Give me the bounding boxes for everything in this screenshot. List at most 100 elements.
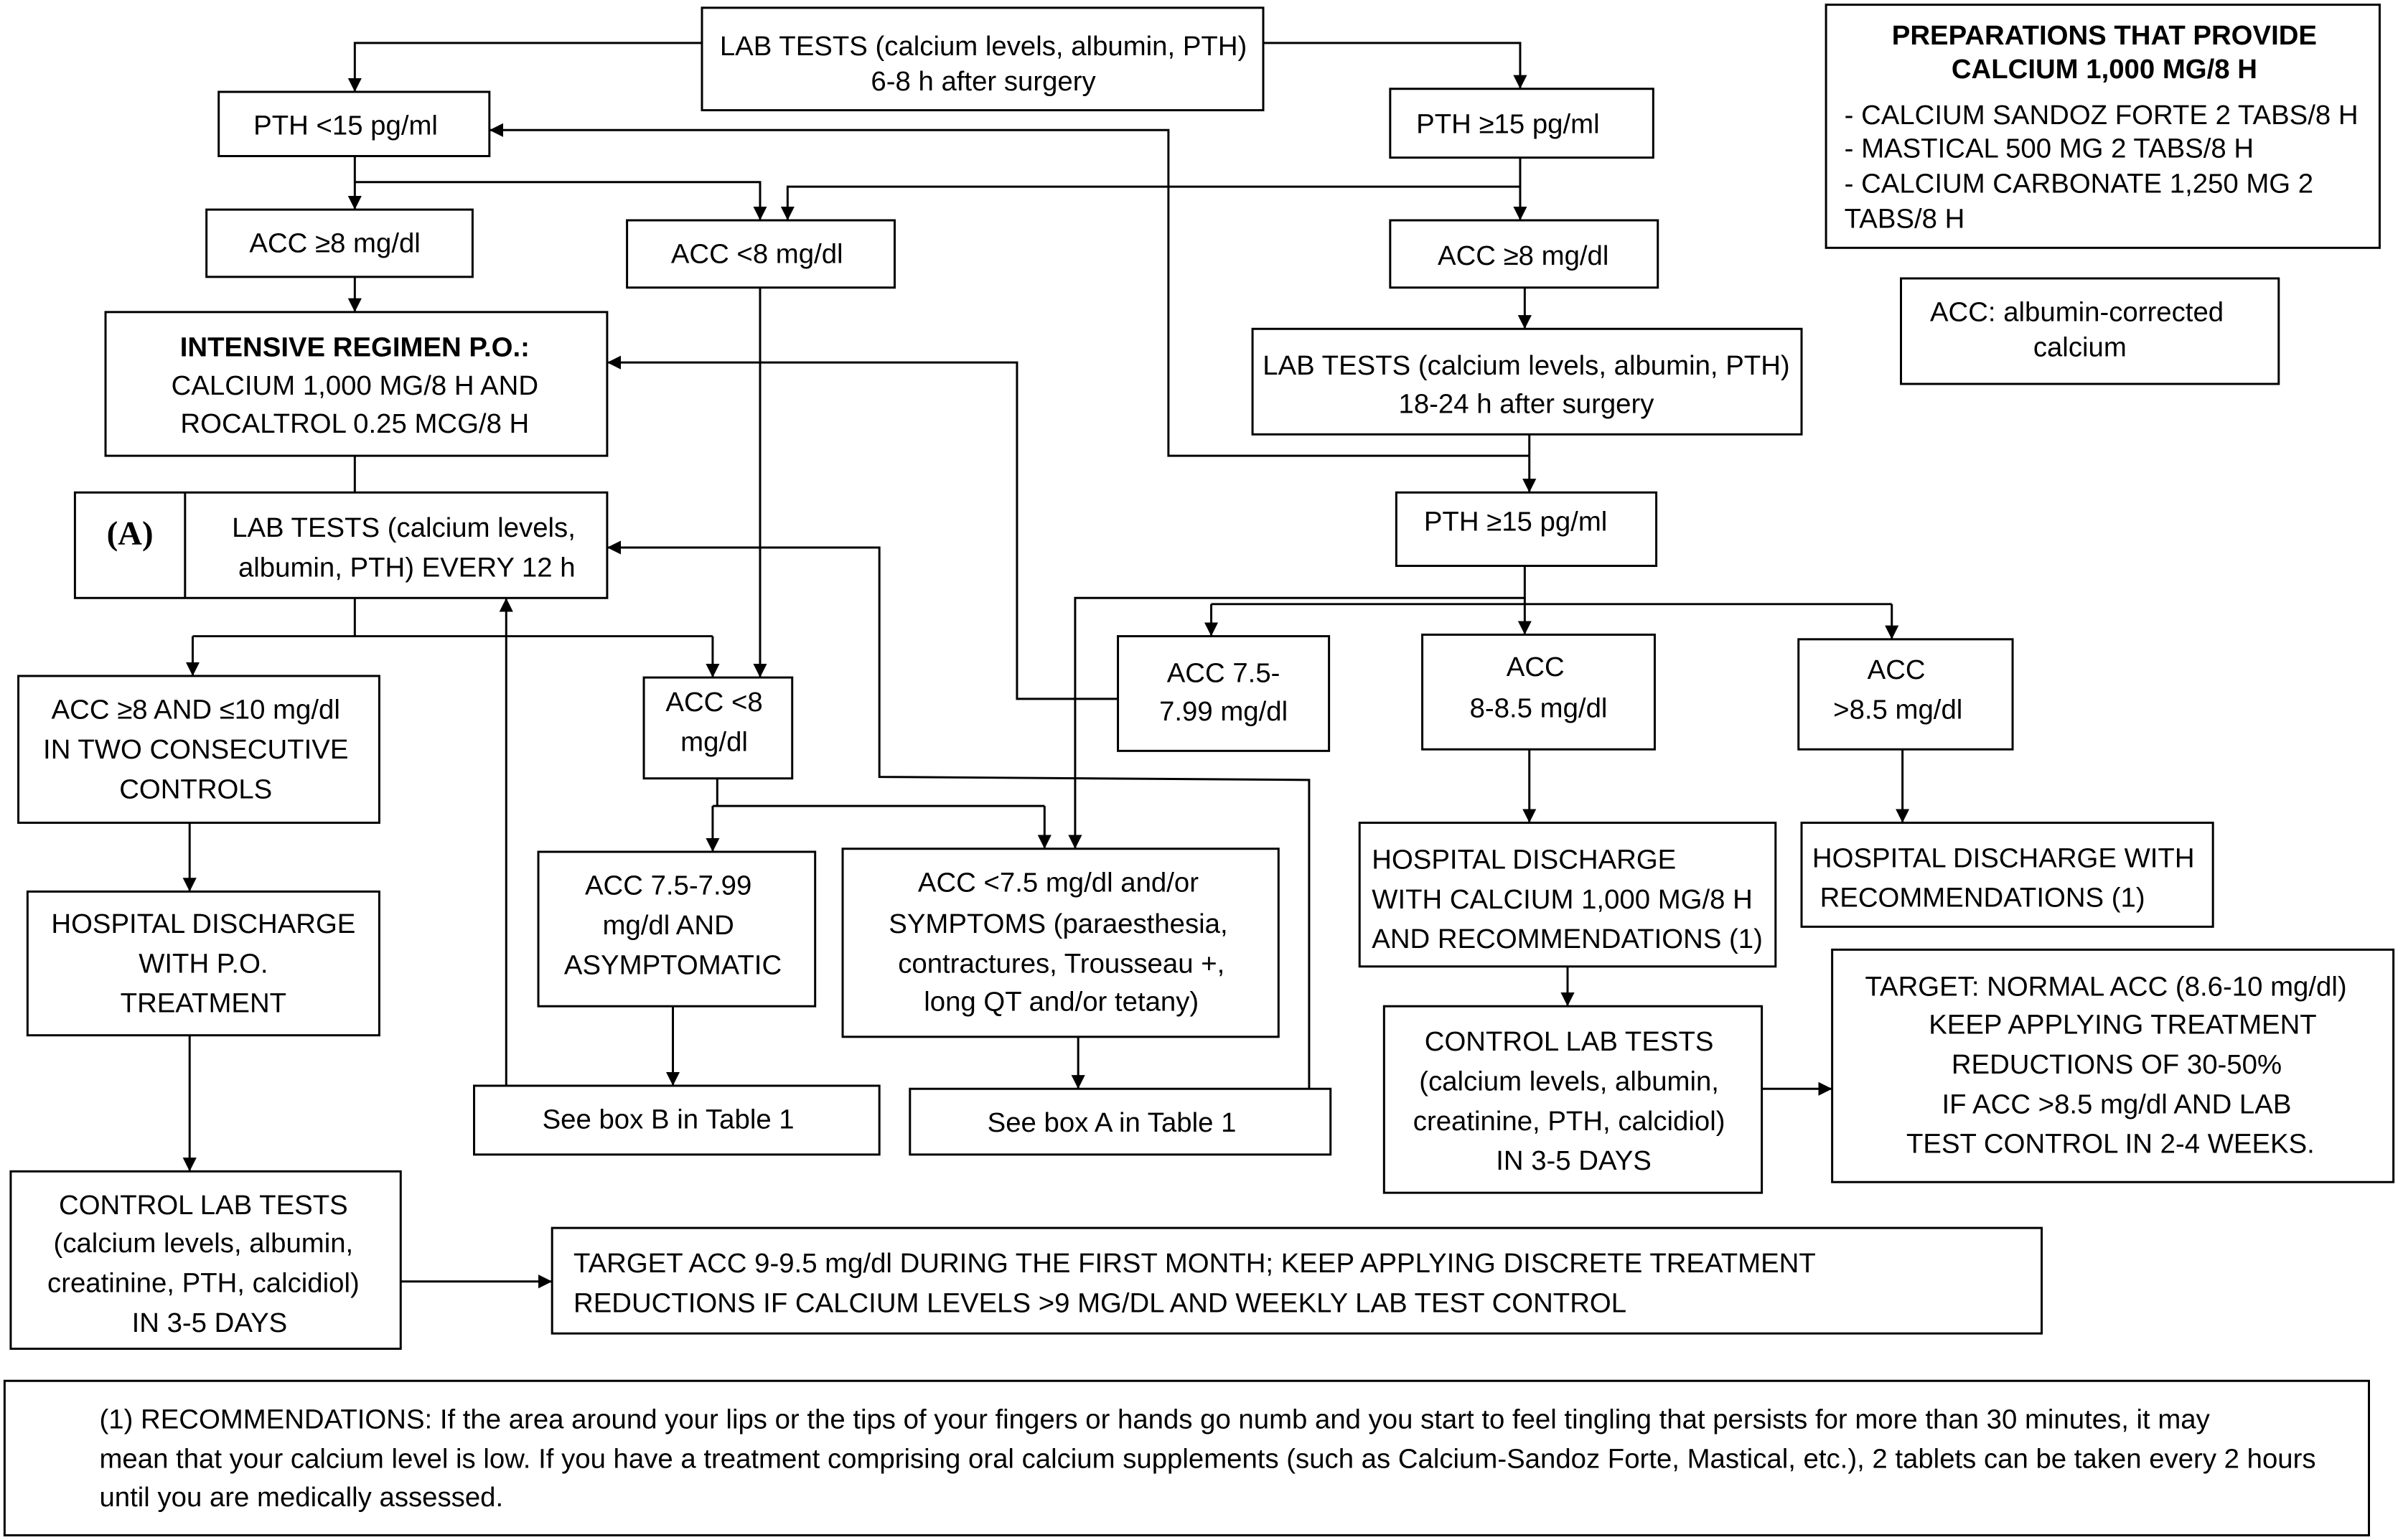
intensive-regimen-box: INTENSIVE REGIMEN P.O.: CALCIUM 1,000 MG… [104, 311, 609, 457]
target-normal-acc-line: TARGET: NORMAL ACC (8.6-10 mg/dl) [1865, 971, 2346, 1002]
acc-8-8-5-frame [1421, 633, 1656, 751]
acc-8-10-line: ACC ≥8 AND ≤10 mg/dl [52, 695, 340, 726]
control-lab-tests-right-line: IN 3-5 DAYS [1496, 1145, 1652, 1176]
discharge-po-line: WITH P.O. [139, 948, 268, 979]
acc-symptoms-line: contractures, Trousseau +, [898, 948, 1224, 979]
acc-7-5-7-99-line: 7.99 mg/dl [1159, 696, 1288, 727]
connector-initial-lab-to-pth-low [347, 42, 703, 93]
recommendations-footnote-line: mean that your calcium level is low. If … [99, 1444, 2315, 1475]
see-box-b-frame [473, 1084, 881, 1156]
lab-tests-every-12h-line: LAB TESTS (calcium levels, [232, 512, 576, 543]
preparations-frame [1825, 4, 2381, 249]
control-lab-tests-left-line: creatinine, PTH, calcidiol) [47, 1268, 360, 1299]
lab-tests-every-12h-frame [73, 491, 609, 599]
control-lab-tests-left-frame [9, 1170, 402, 1350]
target-normal-acc-box: TARGET: NORMAL ACC (8.6-10 mg/dl) KEEP A… [1831, 948, 2395, 1183]
pth-low-label: PTH <15 pg/ml [253, 111, 438, 141]
intensive-regimen-frame [104, 311, 609, 457]
acc-symptoms-line: SYMPTOMS (paraesthesia, [889, 908, 1227, 939]
target-acc-first-month-line: TARGET ACC 9-9.5 mg/dl DURING THE FIRST … [573, 1248, 1816, 1279]
discharge-po-line: HOSPITAL DISCHARGE [51, 908, 355, 939]
intensive-regimen-title: INTENSIVE REGIMEN P.O.: [180, 332, 530, 363]
connector-acc-7-5-to-intensive [606, 355, 1118, 700]
lab-tests-6-8h-box: LAB TESTS (calcium levels, albumin, PTH)… [701, 6, 1265, 112]
preparations-item: - CALCIUM CARBONATE 1,250 MG 2 [1845, 169, 2313, 199]
acc-7-5-7-99-frame [1117, 635, 1331, 752]
pth-high-late-label: PTH ≥15 pg/ml [1424, 507, 1607, 537]
pth-low-frame [217, 90, 491, 157]
acc-lt8-followup-line: ACC <8 [665, 687, 762, 718]
recommendations-footnote-line: until you are medically assessed. [99, 1482, 503, 1513]
target-acc-first-month-box: TARGET ACC 9-9.5 mg/dl DURING THE FIRST … [551, 1226, 2043, 1335]
acc-lt8-followup-frame [642, 676, 794, 780]
acc-symptoms-line: long QT and/or tetany) [924, 987, 1199, 1018]
connector-lab-18-24h-to-pth-low [489, 123, 1530, 457]
acc-8-10-line: CONTROLS [119, 774, 272, 804]
see-box-b-label: See box B in Table 1 [543, 1104, 795, 1135]
control-lab-tests-right-line: CONTROL LAB TESTS [1425, 1026, 1714, 1057]
control-lab-tests-left-box: CONTROL LAB TESTS (calcium levels, album… [9, 1170, 402, 1350]
lab-tests-18-24h-line: 18-24 h after surgery [1399, 388, 1655, 419]
lab-tests-every-12h-box: (A) LAB TESTS (calcium levels, albumin, … [73, 491, 609, 599]
preparations-box: PREPARATIONS THAT PROVIDE CALCIUM 1,000 … [1825, 4, 2381, 249]
discharge-with-calcium-line: AND RECOMMENDATIONS (1) [1372, 924, 1763, 954]
acc-asymptomatic-frame [537, 850, 817, 1008]
acc-symptoms-box: ACC <7.5 mg/dl and/or SYMPTOMS (paraesth… [841, 848, 1280, 1038]
recommendations-footnote-line: (1) RECOMMENDATIONS: If the area around … [99, 1404, 2210, 1435]
pth-low-box: PTH <15 pg/ml [217, 90, 491, 157]
abbreviation-line: ACC: albumin-corrected [1930, 297, 2224, 328]
connector-pth-high-late-to-acc-lt7-5 [1068, 565, 1526, 849]
see-box-a-frame [909, 1087, 1332, 1156]
control-lab-tests-right-line: (calcium levels, albumin, [1419, 1066, 1719, 1097]
acc-asymptomatic-line: ACC 7.5-7.99 [585, 870, 751, 901]
acc-ge8-low-pth-frame [205, 208, 474, 278]
discharge-with-calcium-line: WITH CALCIUM 1,000 MG/8 H [1372, 884, 1753, 915]
connector-pth-low-to-acc-lt8 [355, 181, 767, 220]
connector-lab-every-12h-branch [192, 598, 713, 638]
acc-7-5-7-99-line: ACC 7.5- [1167, 657, 1280, 688]
discharge-po-box: HOSPITAL DISCHARGE WITH P.O. TREATMENT [26, 890, 380, 1037]
preparations-title: PREPARATIONS THAT PROVIDE [1892, 20, 2317, 51]
acc-8-10-box: ACC ≥8 AND ≤10 mg/dl IN TWO CONSECUTIVE … [17, 675, 380, 825]
discharge-with-recommendations-line: HOSPITAL DISCHARGE WITH [1812, 842, 2195, 873]
discharge-with-recommendations-line: RECOMMENDATIONS (1) [1820, 883, 2145, 914]
discharge-with-calcium-box: HOSPITAL DISCHARGE WITH CALCIUM 1,000 MG… [1358, 822, 1777, 968]
see-box-b: See box B in Table 1 [473, 1084, 881, 1156]
target-normal-acc-frame [1831, 948, 2395, 1183]
lab-tests-6-8h-frame [701, 6, 1265, 112]
acc-8-8-5-line: 8-8.5 mg/dl [1470, 692, 1608, 723]
acc-lt8-frame [626, 219, 896, 289]
acc-lt8-label: ACC <8 mg/dl [671, 239, 843, 270]
box-a-marker: (A) [107, 515, 154, 553]
target-normal-acc-line: TEST CONTROL IN 2-4 WEEKS. [1906, 1129, 2315, 1160]
acc-ge8-low-pth-box: ACC ≥8 mg/dl [205, 208, 474, 278]
abbreviation-frame [1900, 277, 2280, 385]
discharge-with-calcium-frame [1358, 822, 1777, 968]
acc-asymptomatic-box: ACC 7.5-7.99 mg/dl AND ASYMPTOMATIC [537, 850, 817, 1008]
discharge-po-frame [26, 890, 380, 1037]
acc-8-10-line: IN TWO CONSECUTIVE [43, 734, 348, 765]
control-lab-tests-left-line: CONTROL LAB TESTS [59, 1190, 348, 1221]
acc-ge8-high-pth-frame [1389, 219, 1659, 289]
acc-lt8-followup-box: ACC <8 mg/dl [642, 676, 794, 780]
acc-symptoms-line: ACC <7.5 mg/dl and/or [918, 867, 1199, 898]
discharge-with-recommendations-frame [1800, 822, 2214, 928]
acc-gt8-5-line: >8.5 mg/dl [1833, 695, 1962, 726]
acc-symptoms-frame [841, 848, 1280, 1038]
control-lab-tests-right-line: creatinine, PTH, calcidiol) [1413, 1106, 1725, 1137]
acc-7-5-7-99-box: ACC 7.5- 7.99 mg/dl [1117, 635, 1331, 752]
lab-tests-18-24h-box: LAB TESTS (calcium levels, albumin, PTH)… [1251, 327, 1803, 436]
control-lab-tests-left-line: IN 3-5 DAYS [132, 1307, 288, 1338]
intensive-regimen-line: ROCALTROL 0.25 MCG/8 H [180, 408, 529, 439]
acc-8-10-frame [17, 675, 380, 825]
target-acc-first-month-line: REDUCTIONS IF CALCIUM LEVELS >9 MG/DL AN… [573, 1287, 1626, 1318]
lab-tests-18-24h-line: LAB TESTS (calcium levels, albumin, PTH) [1263, 350, 1789, 381]
discharge-with-recommendations-box: HOSPITAL DISCHARGE WITH RECOMMENDATIONS … [1800, 822, 2214, 928]
preparations-title: CALCIUM 1,000 MG/8 H [1952, 54, 2257, 85]
lab-tests-18-24h-frame [1251, 327, 1803, 436]
recommendations-footnote-box: (1) RECOMMENDATIONS: If the area around … [3, 1379, 2371, 1536]
connectors [182, 42, 1910, 1289]
acc-8-8-5-line: ACC [1507, 652, 1565, 682]
pth-high-early-label: PTH ≥15 pg/ml [1416, 109, 1599, 140]
target-normal-acc-line: IF ACC >8.5 mg/dl AND LAB [1942, 1089, 2291, 1119]
